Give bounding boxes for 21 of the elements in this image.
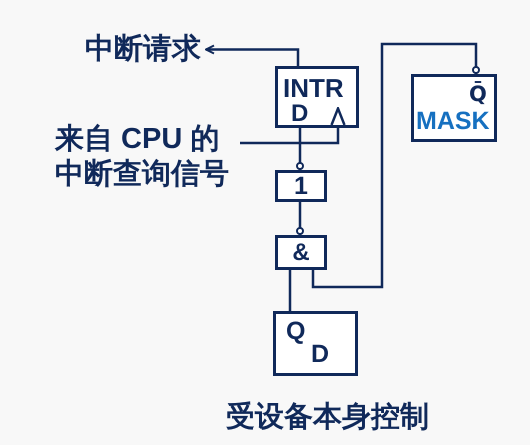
connector-line	[312, 42, 480, 288]
output-pin-label: Q	[286, 319, 306, 344]
connector-line	[296, 202, 304, 235]
flip-flop-box	[411, 74, 497, 142]
input-pin-label: D	[311, 342, 330, 367]
flip-flop-box	[275, 66, 359, 128]
signal-label: 中断请求	[85, 32, 201, 67]
flip-flop-name: INTR	[283, 75, 344, 101]
connector-line	[296, 128, 304, 170]
logic-gate-box	[275, 235, 327, 270]
caption-text: 受设备本身控制	[226, 400, 429, 435]
logic-gate-box	[275, 170, 327, 202]
gate-symbol: 1	[294, 174, 308, 198]
connector-line	[288, 270, 292, 311]
signal-label: 来自 CPU 的中断查询信号	[55, 122, 239, 192]
input-pin-label: D	[291, 102, 308, 126]
flip-flop-box	[273, 311, 358, 376]
flip-flop-name: MASK	[416, 109, 490, 134]
arrow	[240, 107, 346, 144]
gate-symbol: &	[292, 240, 310, 264]
arrow	[205, 44, 300, 66]
